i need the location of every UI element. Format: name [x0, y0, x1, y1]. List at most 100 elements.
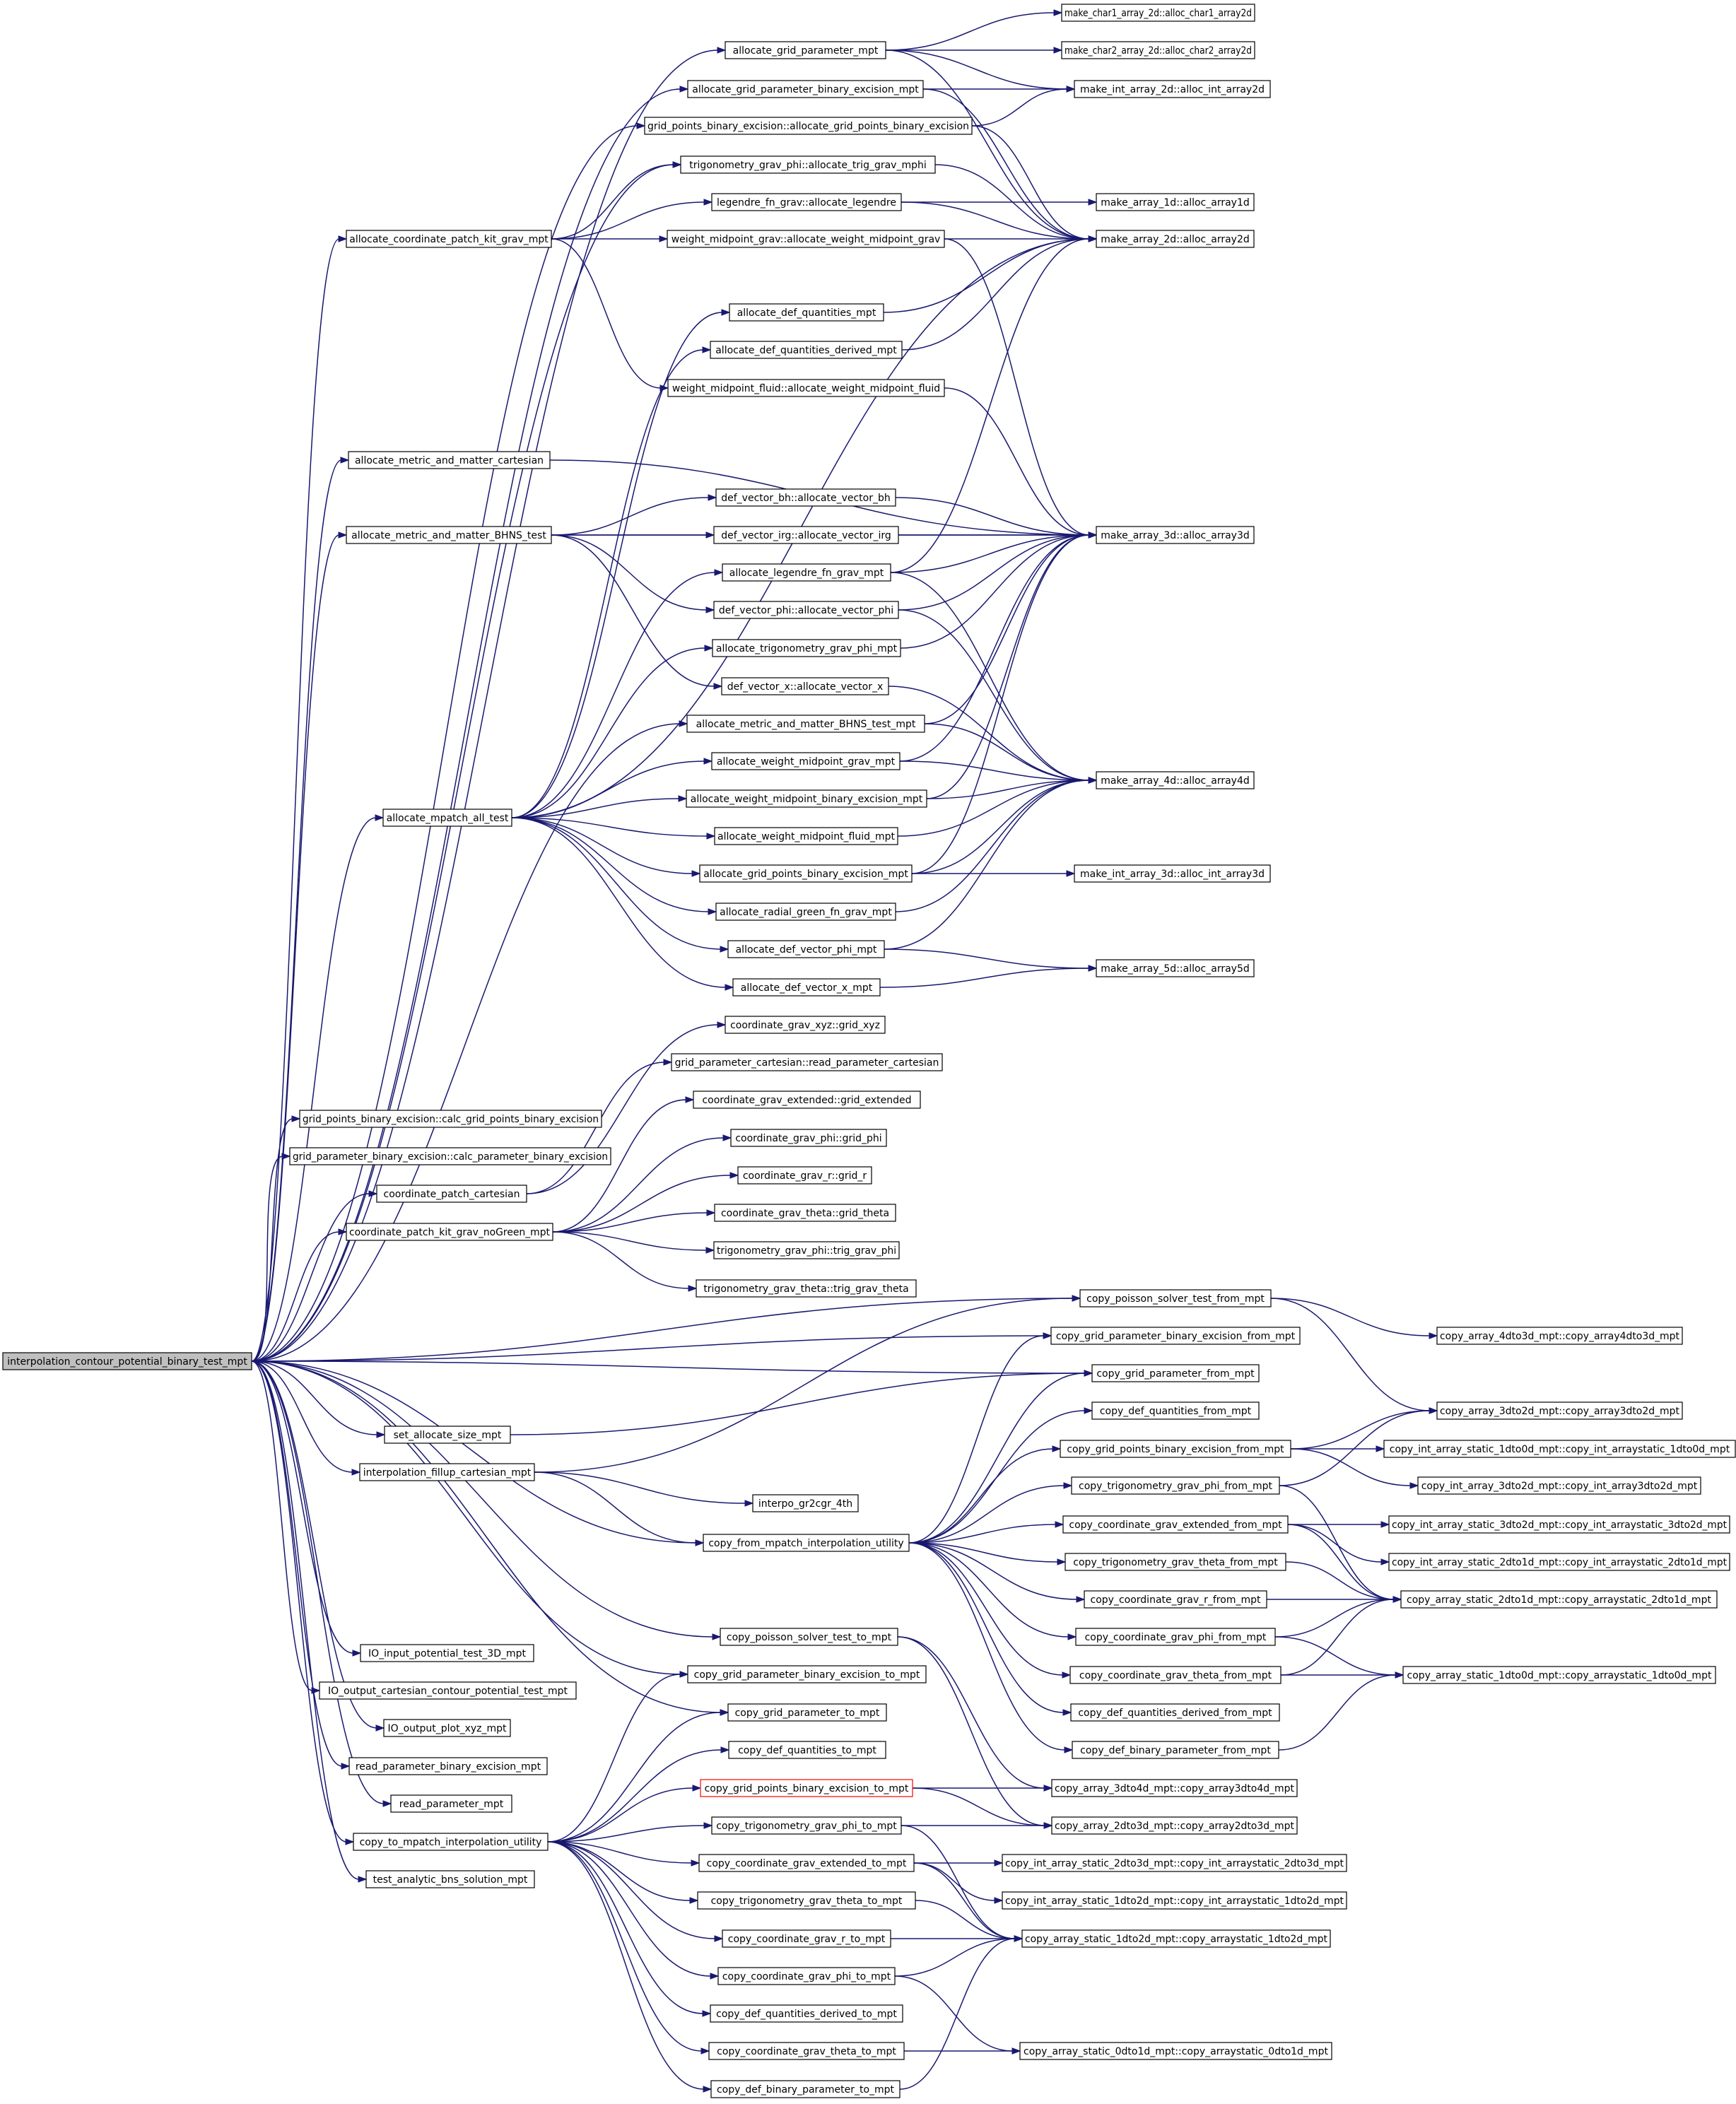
node-make-array-3d-alloc-array3d[interactable]: make_array_3d::alloc_array3d: [1096, 526, 1255, 544]
node-copy-array-3dto2d-mpt-copy-array3dto2d-mpt[interactable]: copy_array_3dto2d_mpt::copy_array3dto2d_…: [1436, 1401, 1683, 1420]
node-copy-array-3dto4d-mpt-copy-array3dto4d-mpt[interactable]: copy_array_3dto4d_mpt::copy_array3dto4d_…: [1051, 1779, 1298, 1797]
node-copy-poisson-solver-test-from-mpt[interactable]: copy_poisson_solver_test_from_mpt: [1079, 1289, 1272, 1307]
node-test-analytic-bns-solution-mpt[interactable]: test_analytic_bns_solution_mpt: [365, 1870, 535, 1888]
node-weight-midpoint-fluid-allocate-weight-midpoint-fluid[interactable]: weight_midpoint_fluid::allocate_weight_m…: [667, 379, 945, 397]
node-copy-poisson-solver-test-to-mpt[interactable]: copy_poisson_solver_test_to_mpt: [720, 1628, 898, 1646]
node-grid-points-binary-excision-allocate-grid-points-binary-excision[interactable]: grid_points_binary_excision::allocate_gr…: [644, 117, 973, 135]
node-set-allocate-size-mpt[interactable]: set_allocate_size_mpt: [384, 1426, 511, 1444]
node-copy-coordinate-grav-extended-to-mpt[interactable]: copy_coordinate_grav_extended_to_mpt: [698, 1854, 915, 1872]
node-copy-int-array-static-2dto3d-mpt-copy-int-arraystatic-2dto3d-mpt[interactable]: copy_int_array_static_2dto3d_mpt::copy_i…: [1002, 1854, 1347, 1872]
node-make-array-5d-alloc-array5d[interactable]: make_array_5d::alloc_array5d: [1096, 959, 1255, 977]
node-copy-coordinate-grav-r-from-mpt[interactable]: copy_coordinate_grav_r_from_mpt: [1084, 1590, 1267, 1609]
node-coordinate-grav-extended-grid-extended[interactable]: coordinate_grav_extended::grid_extended: [693, 1091, 921, 1109]
node-copy-array-static-0dto1d-mpt-copy-arraystatic-0dto1d-mpt[interactable]: copy_array_static_0dto1d_mpt::copy_array…: [1019, 2042, 1332, 2060]
node-copy-array-static-1dto0d-mpt-copy-arraystatic-1dto0d-mpt[interactable]: copy_array_static_1dto0d_mpt::copy_array…: [1402, 1666, 1716, 1684]
node-coordinate-grav-r-grid-r[interactable]: coordinate_grav_r::grid_r: [737, 1166, 872, 1185]
node-allocate-grid-points-binary-excision-mpt[interactable]: allocate_grid_points_binary_excision_mpt: [699, 864, 913, 883]
node-grid-parameter-binary-excision-calc-parameter-binary-excision[interactable]: grid_parameter_binary_excision::calc_par…: [289, 1147, 611, 1165]
node-copy-coordinate-grav-theta-from-mpt[interactable]: copy_coordinate_grav_theta_from_mpt: [1069, 1666, 1282, 1684]
node-copy-def-binary-parameter-from-mpt[interactable]: copy_def_binary_parameter_from_mpt: [1072, 1741, 1279, 1759]
node-io-output-plot-xyz-mpt[interactable]: IO_output_plot_xyz_mpt: [383, 1719, 511, 1737]
node-coordinate-grav-theta-grid-theta[interactable]: coordinate_grav_theta::grid_theta: [714, 1204, 896, 1222]
node-copy-array-2dto3d-mpt-copy-array2dto3d-mpt[interactable]: copy_array_2dto3d_mpt::copy_array2dto3d_…: [1051, 1816, 1298, 1835]
node-allocate-metric-and-matter-bhns-test-mpt[interactable]: allocate_metric_and_matter_BHNS_test_mpt: [686, 715, 925, 733]
node-copy-to-mpatch-interpolation-utility[interactable]: copy_to_mpatch_interpolation_utility: [353, 1833, 549, 1851]
node-interpolation-contour-potential-binary-test-mpt[interactable]: interpolation_contour_potential_binary_t…: [2, 1352, 252, 1370]
node-read-parameter-binary-excision-mpt[interactable]: read_parameter_binary_excision_mpt: [348, 1757, 548, 1775]
node-allocate-grid-parameter-mpt[interactable]: allocate_grid_parameter_mpt: [725, 41, 886, 59]
node-weight-midpoint-grav-allocate-weight-midpoint-grav[interactable]: weight_midpoint_grav::allocate_weight_mi…: [667, 230, 945, 248]
node-make-array-1d-alloc-array1d[interactable]: make_array_1d::alloc_array1d: [1096, 193, 1255, 211]
node-allocate-weight-midpoint-fluid-mpt[interactable]: allocate_weight_midpoint_fluid_mpt: [714, 827, 898, 845]
node-make-char2-array-2d-alloc-char2-array2d[interactable]: make_char2_array_2d::alloc_char2_array2d: [1061, 41, 1255, 59]
node-copy-grid-parameter-to-mpt[interactable]: copy_grid_parameter_to_mpt: [727, 1703, 887, 1722]
node-copy-coordinate-grav-phi-from-mpt[interactable]: copy_coordinate_grav_phi_from_mpt: [1075, 1628, 1276, 1646]
node-allocate-mpatch-all-test[interactable]: allocate_mpatch_all_test: [382, 809, 512, 827]
node-make-int-array-2d-alloc-int-array2d[interactable]: make_int_array_2d::alloc_int_array2d: [1074, 80, 1271, 98]
node-copy-coordinate-grav-r-to-mpt[interactable]: copy_coordinate_grav_r_to_mpt: [722, 1929, 891, 1948]
node-copy-trigonometry-grav-theta-to-mpt[interactable]: copy_trigonometry_grav_theta_to_mpt: [697, 1891, 916, 1910]
node-copy-int-array-static-2dto1d-mpt-copy-int-arraystatic-2dto1d-mpt[interactable]: copy_int_array_static_2dto1d_mpt::copy_i…: [1388, 1553, 1730, 1571]
node-legendre-fn-grav-allocate-legendre[interactable]: legendre_fn_grav::allocate_legendre: [711, 193, 902, 211]
node-copy-int-array-3dto2d-mpt-copy-int-array3dto2d-mpt[interactable]: copy_int_array_3dto2d_mpt::copy_int_arra…: [1417, 1476, 1701, 1495]
node-copy-def-quantities-derived-to-mpt[interactable]: copy_def_quantities_derived_to_mpt: [710, 2004, 903, 2023]
node-copy-grid-points-binary-excision-from-mpt[interactable]: copy_grid_points_binary_excision_from_mp…: [1060, 1440, 1291, 1458]
node-allocate-def-vector-phi-mpt[interactable]: allocate_def_vector_phi_mpt: [727, 940, 885, 958]
node-make-int-array-3d-alloc-int-array3d[interactable]: make_int_array_3d::alloc_int_array3d: [1074, 864, 1271, 883]
node-make-array-2d-alloc-array2d[interactable]: make_array_2d::alloc_array2d: [1096, 230, 1255, 248]
node-trigonometry-grav-phi-trig-grav-phi[interactable]: trigonometry_grav_phi::trig_grav_phi: [713, 1241, 900, 1259]
node-allocate-coordinate-patch-kit-grav-mpt[interactable]: allocate_coordinate_patch_kit_grav_mpt: [346, 230, 552, 248]
node-trigonometry-grav-theta-trig-grav-theta[interactable]: trigonometry_grav_theta::trig_grav_theta: [696, 1279, 917, 1298]
node-copy-def-quantities-to-mpt[interactable]: copy_def_quantities_to_mpt: [728, 1741, 886, 1759]
node-copy-grid-points-binary-excision-to-mpt[interactable]: copy_grid_points_binary_excision_to_mpt: [700, 1779, 913, 1797]
node-def-vector-irg-allocate-vector-irg[interactable]: def_vector_irg::allocate_vector_irg: [713, 526, 899, 544]
node-grid-parameter-cartesian-read-parameter-cartesian[interactable]: grid_parameter_cartesian::read_parameter…: [671, 1053, 943, 1071]
node-coordinate-patch-cartesian[interactable]: coordinate_patch_cartesian: [376, 1185, 527, 1203]
node-read-parameter-mpt[interactable]: read_parameter_mpt: [390, 1794, 512, 1813]
node-copy-array-4dto3d-mpt-copy-array4dto3d-mpt[interactable]: copy_array_4dto3d_mpt::copy_array4dto3d_…: [1436, 1327, 1683, 1345]
node-make-array-4d-alloc-array4d[interactable]: make_array_4d::alloc_array4d: [1096, 771, 1255, 789]
node-io-input-potential-test-3d-mpt[interactable]: IO_input_potential_test_3D_mpt: [360, 1644, 534, 1662]
node-copy-trigonometry-grav-phi-from-mpt[interactable]: copy_trigonometry_grav_phi_from_mpt: [1071, 1476, 1280, 1495]
node-copy-coordinate-grav-phi-to-mpt[interactable]: copy_coordinate_grav_phi_to_mpt: [717, 1967, 896, 1985]
node-copy-from-mpatch-interpolation-utility[interactable]: copy_from_mpatch_interpolation_utility: [703, 1534, 910, 1552]
node-interpolation-fillup-cartesian-mpt[interactable]: interpolation_fillup_cartesian_mpt: [359, 1463, 535, 1481]
node-copy-grid-parameter-binary-excision-from-mpt[interactable]: copy_grid_parameter_binary_excision_from…: [1050, 1327, 1301, 1345]
node-allocate-legendre-fn-grav-mpt[interactable]: allocate_legendre_fn_grav_mpt: [722, 563, 891, 582]
node-make-char1-array-2d-alloc-char1-array2d[interactable]: make_char1_array_2d::alloc_char1_array2d: [1061, 4, 1255, 22]
node-interpo-gr2cgr-4th[interactable]: interpo_gr2cgr_4th: [752, 1494, 859, 1512]
node-coordinate-grav-xyz-grid-xyz[interactable]: coordinate_grav_xyz::grid_xyz: [725, 1016, 886, 1034]
node-def-vector-x-allocate-vector-x[interactable]: def_vector_x::allocate_vector_x: [721, 677, 889, 695]
node-copy-int-array-static-1dto2d-mpt-copy-int-arraystatic-1dto2d-mpt[interactable]: copy_int_array_static_1dto2d_mpt::copy_i…: [1002, 1891, 1347, 1910]
node-coordinate-patch-kit-grav-nogreen-mpt[interactable]: coordinate_patch_kit_grav_noGreen_mpt: [346, 1223, 553, 1241]
node-copy-def-quantities-from-mpt[interactable]: copy_def_quantities_from_mpt: [1091, 1401, 1260, 1420]
node-def-vector-bh-allocate-vector-bh[interactable]: def_vector_bh::allocate_vector_bh: [715, 488, 896, 507]
node-allocate-def-vector-x-mpt[interactable]: allocate_def_vector_x_mpt: [732, 978, 881, 997]
node-copy-grid-parameter-from-mpt[interactable]: copy_grid_parameter_from_mpt: [1091, 1364, 1260, 1382]
node-allocate-metric-and-matter-cartesian[interactable]: allocate_metric_and_matter_cartesian: [348, 451, 551, 469]
node-allocate-radial-green-fn-grav-mpt[interactable]: allocate_radial_green_fn_grav_mpt: [715, 903, 896, 921]
node-copy-grid-parameter-binary-excision-to-mpt[interactable]: copy_grid_parameter_binary_excision_to_m…: [687, 1665, 927, 1683]
node-allocate-grid-parameter-binary-excision-mpt[interactable]: allocate_grid_parameter_binary_excision_…: [687, 80, 924, 98]
node-allocate-weight-midpoint-binary-excision-mpt[interactable]: allocate_weight_midpoint_binary_excision…: [686, 789, 927, 808]
node-allocate-trigonometry-grav-phi-mpt[interactable]: allocate_trigonometry_grav_phi_mpt: [712, 639, 901, 657]
node-copy-int-array-static-1dto0d-mpt-copy-int-arraystatic-1dto0d-mpt[interactable]: copy_int_array_static_1dto0d_mpt::copy_i…: [1383, 1440, 1736, 1458]
node-copy-coordinate-grav-theta-to-mpt[interactable]: copy_coordinate_grav_theta_to_mpt: [708, 2042, 905, 2060]
node-copy-int-array-static-3dto2d-mpt-copy-int-arraystatic-3dto2d-mpt[interactable]: copy_int_array_static_3dto2d_mpt::copy_i…: [1388, 1515, 1730, 1534]
node-trigonometry-grav-phi-allocate-trig-grav-mphi[interactable]: trigonometry_grav_phi::allocate_trig_gra…: [680, 155, 936, 174]
node-allocate-def-quantities-derived-mpt[interactable]: allocate_def_quantities_derived_mpt: [710, 341, 903, 359]
node-def-vector-phi-allocate-vector-phi[interactable]: def_vector_phi::allocate_vector_phi: [713, 601, 899, 619]
node-allocate-def-quantities-mpt[interactable]: allocate_def_quantities_mpt: [729, 303, 884, 322]
node-copy-coordinate-grav-extended-from-mpt[interactable]: copy_coordinate_grav_extended_from_mpt: [1062, 1515, 1289, 1534]
node-coordinate-grav-phi-grid-phi[interactable]: coordinate_grav_phi::grid_phi: [730, 1129, 887, 1147]
node-copy-def-quantities-derived-from-mpt[interactable]: copy_def_quantities_derived_from_mpt: [1070, 1703, 1280, 1722]
node-grid-points-binary-excision-calc-grid-points-binary-excision[interactable]: grid_points_binary_excision::calc_grid_p…: [299, 1110, 602, 1128]
node-copy-def-binary-parameter-to-mpt[interactable]: copy_def_binary_parameter_to_mpt: [710, 2080, 901, 2098]
node-copy-trigonometry-grav-theta-from-mpt[interactable]: copy_trigonometry_grav_theta_from_mpt: [1065, 1553, 1286, 1571]
node-io-output-cartesian-contour-potential-test-mpt[interactable]: IO_output_cartesian_contour_potential_te…: [319, 1681, 577, 1700]
node-allocate-metric-and-matter-bhns-test[interactable]: allocate_metric_and_matter_BHNS_test: [346, 526, 552, 544]
node-copy-trigonometry-grav-phi-to-mpt[interactable]: copy_trigonometry_grav_phi_to_mpt: [711, 1816, 902, 1835]
node-copy-array-static-1dto2d-mpt-copy-arraystatic-1dto2d-mpt[interactable]: copy_array_static_1dto2d_mpt::copy_array…: [1021, 1929, 1331, 1948]
node-copy-array-static-2dto1d-mpt-copy-arraystatic-2dto1d-mpt[interactable]: copy_array_static_2dto1d_mpt::copy_array…: [1400, 1590, 1718, 1609]
node-allocate-weight-midpoint-grav-mpt[interactable]: allocate_weight_midpoint_grav_mpt: [711, 752, 901, 770]
